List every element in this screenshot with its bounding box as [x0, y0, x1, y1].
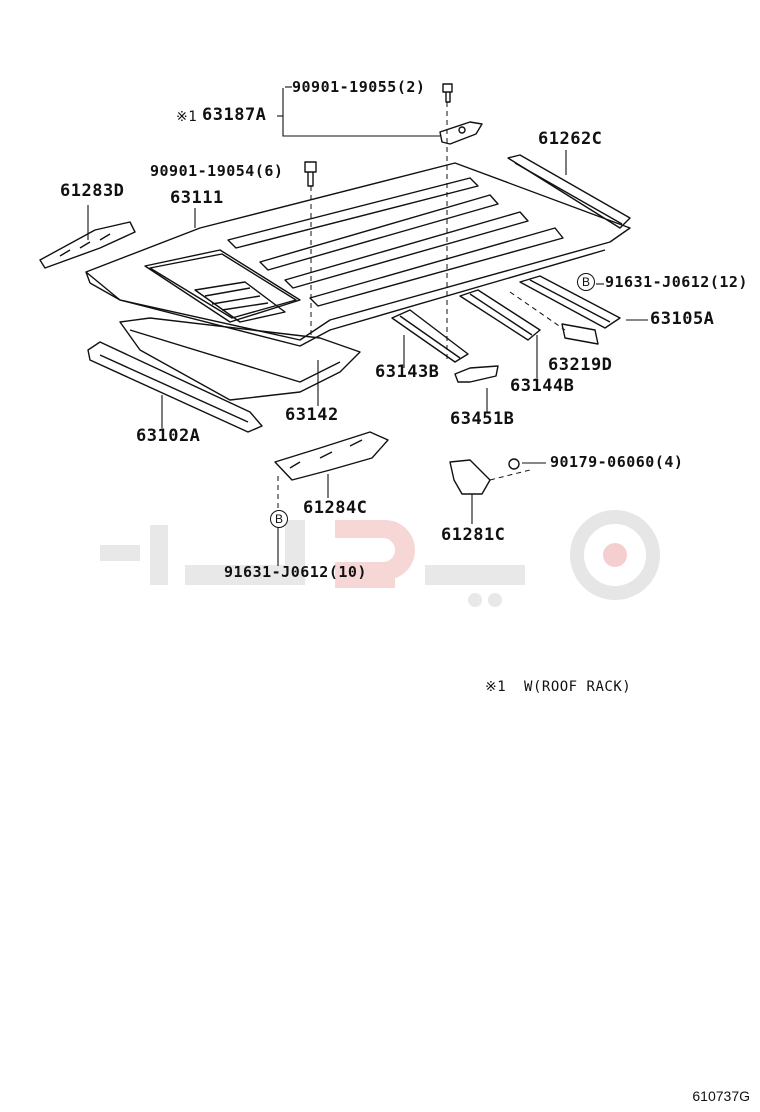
label-61262C: 61262C: [538, 129, 603, 149]
label-63143B: 63143B: [375, 362, 440, 382]
label-61284C: 61284C: [303, 498, 368, 518]
marker-b-left: B: [270, 510, 288, 528]
label-61281C: 61281C: [441, 525, 506, 545]
label-91631-J0612-10: 91631-J0612(10): [224, 563, 367, 581]
label-63111: 63111: [170, 188, 224, 208]
label-91631-J0612-12: 91631-J0612(12): [605, 273, 748, 291]
label-63102A: 63102A: [136, 426, 201, 446]
watermark-logo: [100, 510, 660, 607]
label-63144B: 63144B: [510, 376, 575, 396]
label-90901-19054: 90901-19054(6): [150, 162, 284, 180]
footnote-mark: ※1: [485, 679, 507, 695]
label-63219D: 63219D: [548, 355, 613, 375]
label-90179-06060: 90179-06060(4): [550, 453, 684, 471]
marker-b-right: B: [577, 273, 595, 291]
footnote: ※1 W(ROOF RACK): [485, 680, 631, 694]
label-63187A: 63187A: [202, 105, 267, 125]
label-90901-19055: 90901-19055(2): [292, 78, 426, 96]
label-63451B: 63451B: [450, 409, 515, 429]
diagram-id: 610737G: [692, 1088, 750, 1104]
footnote-text: W(ROOF RACK): [524, 679, 632, 695]
label-63105A: 63105A: [650, 309, 715, 329]
label-61283D: 61283D: [60, 181, 125, 201]
note-mark-1: ※1: [176, 109, 198, 125]
label-63142: 63142: [285, 405, 339, 425]
